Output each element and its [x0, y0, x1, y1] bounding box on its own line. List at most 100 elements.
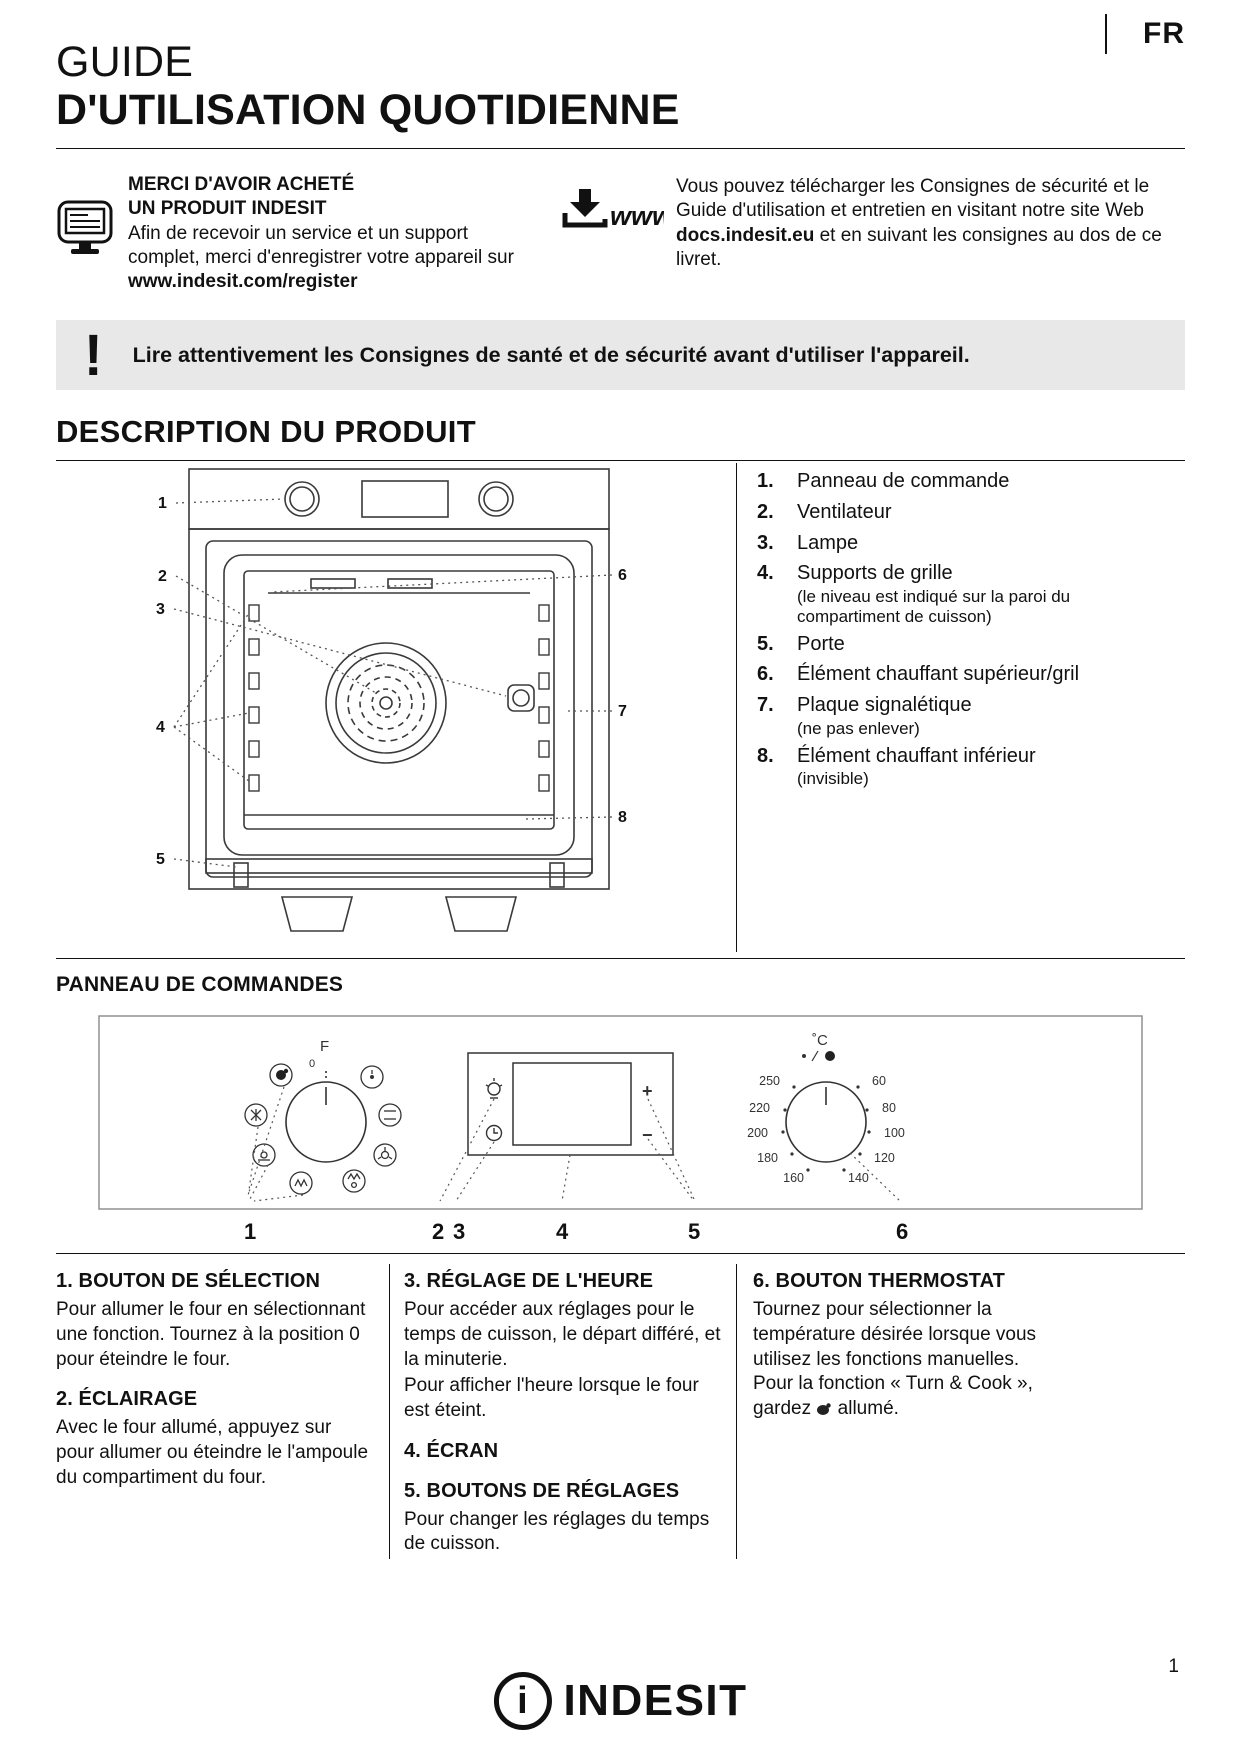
page-title-line1: GUIDE: [56, 38, 194, 86]
display-block: [467, 1052, 674, 1157]
panel-callout-6: 6: [896, 1219, 909, 1245]
thermostat-heading: 6. BOUTON THERMOSTAT: [753, 1270, 1005, 1293]
page-title: GUIDE D'UTILISATION QUOTIDIENNE: [56, 0, 1185, 134]
temp-250: 250: [759, 1074, 780, 1088]
item-number: 5.: [757, 632, 774, 655]
item-number: 8.: [757, 744, 774, 767]
brand-wordmark: INDESIT: [563, 1676, 748, 1725]
item-number: 4.: [757, 562, 774, 585]
temp-180: 180: [757, 1151, 778, 1165]
turn-cook-indicator-icon: [802, 1051, 835, 1062]
item-label: Élément chauffant inférieur: [797, 744, 1036, 767]
screen-heading: 4. ÉCRAN: [404, 1439, 499, 1462]
description-section: 1 2 3 4 5 6 7 8 1.Panneau de commande 2.…: [56, 463, 1185, 953]
download-link: docs.indesit.eu: [676, 224, 815, 246]
description-rule: [56, 460, 1185, 462]
item-label: Plaque signalétique: [797, 693, 972, 716]
page-number: 1: [1168, 1656, 1179, 1677]
oven-callout-7: 7: [618, 703, 627, 720]
register-block: MERCI D'AVOIR ACHETÉ UN PRODUIT INDESIT …: [56, 173, 534, 294]
instructions-column-2: 3. RÉGLAGE DE L'HEURE Pour accéder aux r…: [389, 1264, 736, 1560]
exclamation-icon: !: [84, 321, 103, 388]
panel-leader-lines: [247, 1087, 901, 1202]
time-setting-body-1: Pour accéder aux réglages pour le temps …: [404, 1299, 721, 1370]
shelf-supports: [248, 604, 550, 793]
item-label: Ventilateur: [797, 500, 892, 523]
item-number: 3.: [757, 531, 774, 554]
control-panel-diagram: F 0: [98, 1015, 1143, 1215]
safety-warning-text: Lire attentivement les Consignes de sant…: [132, 342, 970, 367]
item-note: (le niveau est indiqué sur la paroi du c…: [797, 586, 1071, 626]
register-body: Afin de recevoir un service et un suppor…: [128, 222, 514, 268]
lamp-button-icon: [485, 1078, 503, 1100]
oven-callout-3: 3: [156, 601, 165, 618]
language-badge: FR: [1143, 17, 1185, 50]
item-label: Supports de grille: [797, 562, 953, 585]
indesit-i-icon: i: [493, 1672, 552, 1730]
register-link: www.indesit.com/register: [128, 270, 358, 292]
oven-callout-4: 4: [156, 719, 165, 736]
light-position-icon: [360, 1065, 384, 1089]
panel-callouts-row: 1 2 3 4 5 6: [98, 1219, 1143, 1251]
item-note: (invisible): [797, 769, 869, 789]
list-item: 2.Ventilateur: [757, 500, 1109, 526]
intro-section: MERCI D'AVOIR ACHETÉ UN PRODUIT INDESIT …: [56, 173, 1185, 294]
panel-heading: PANNEAU DE COMMANDES: [56, 973, 344, 997]
turn-and-cook-inline-icon: [816, 1398, 832, 1419]
page-title-line2: D'UTILISATION QUOTIDIENNE: [56, 86, 680, 135]
adjustment-buttons-body: Pour changer les réglages du temps de cu…: [404, 1508, 710, 1555]
list-item: 7.Plaque signalétique(ne pas enlever): [757, 693, 1109, 739]
fan-bottom-icon: [252, 1143, 276, 1167]
selection-knob-heading: 1. BOUTON DE SÉLECTION: [56, 1270, 321, 1293]
register-monitor-icon: [56, 173, 114, 294]
list-item: 6.Élément chauffant supérieur/gril: [757, 662, 1109, 688]
temp-220: 220: [749, 1101, 770, 1115]
convection-icon: [373, 1143, 397, 1167]
list-item: 1.Panneau de commande: [757, 469, 1109, 495]
defrost-icon: [244, 1103, 268, 1127]
grill-fan-icon: [342, 1169, 366, 1193]
time-setting-heading: 3. RÉGLAGE DE L'HEURE: [404, 1270, 654, 1293]
oven-callout-2: 2: [158, 568, 167, 585]
list-item: 8. Élément chauffant inférieur(invisible): [757, 744, 1109, 790]
language-block: FR: [1105, 12, 1185, 56]
celsius-label: ˚C: [812, 1032, 828, 1049]
oven-callout-5: 5: [156, 851, 165, 868]
title-rule: [56, 148, 1185, 150]
thermostat-body-text: Tournez pour sélectionner la température…: [753, 1299, 1037, 1420]
fan-icon: [325, 642, 447, 765]
display-screen: [512, 1062, 632, 1147]
list-item: 5.Porte: [757, 632, 1109, 658]
lighting-body: Avec le four allumé, appuyez sur pour al…: [56, 1417, 369, 1488]
temp-100: 100: [884, 1126, 905, 1140]
download-body-before: Vous pouvez télécharger les Consignes de…: [676, 176, 1150, 222]
thermostat-body: Tournez pour sélectionner la température…: [753, 1298, 1055, 1421]
adjustment-buttons-heading: 5. BOUTONS DE RÉGLAGES: [404, 1479, 680, 1502]
oven-callout-1: 1: [158, 495, 167, 512]
thermostat-body-end: allumé.: [837, 1398, 899, 1420]
panel-callout-1: 1: [244, 1219, 257, 1245]
www-label: www: [610, 201, 664, 231]
panel-callout-4: 4: [556, 1219, 569, 1245]
item-note: (ne pas enlever): [797, 718, 920, 738]
download-block: www Vous pouvez télécharger les Consigne…: [560, 173, 1185, 294]
item-number: 6.: [757, 663, 774, 686]
instructions-rule: [56, 1253, 1185, 1255]
turn-and-cook-icon: [269, 1063, 293, 1087]
register-heading-line2: UN PRODUIT INDESIT: [128, 198, 327, 220]
panel-callout-5: 5: [688, 1219, 701, 1245]
temp-120: 120: [874, 1151, 895, 1165]
instructions-column-1: 1. BOUTON DE SÉLECTION Pour allumer le f…: [56, 1264, 389, 1559]
thermostat-scale-dots: [781, 1085, 871, 1172]
temp-140: 140: [848, 1171, 869, 1185]
oven-callout-8: 8: [618, 809, 627, 826]
grill-icon: [289, 1171, 313, 1195]
clock-button-icon: [485, 1125, 503, 1142]
oven-outline: [188, 468, 610, 933]
thermostat-scale: 250 220 200 180 160 140 120 100 80 60: [747, 1074, 905, 1185]
oven-diagram: 1 2 3 4 5 6 7 8: [56, 463, 736, 952]
safety-warning-banner: ! Lire attentivement les Consignes de sa…: [56, 319, 1185, 391]
selector-f-label: F: [320, 1038, 329, 1055]
language-divider: [1105, 14, 1107, 54]
